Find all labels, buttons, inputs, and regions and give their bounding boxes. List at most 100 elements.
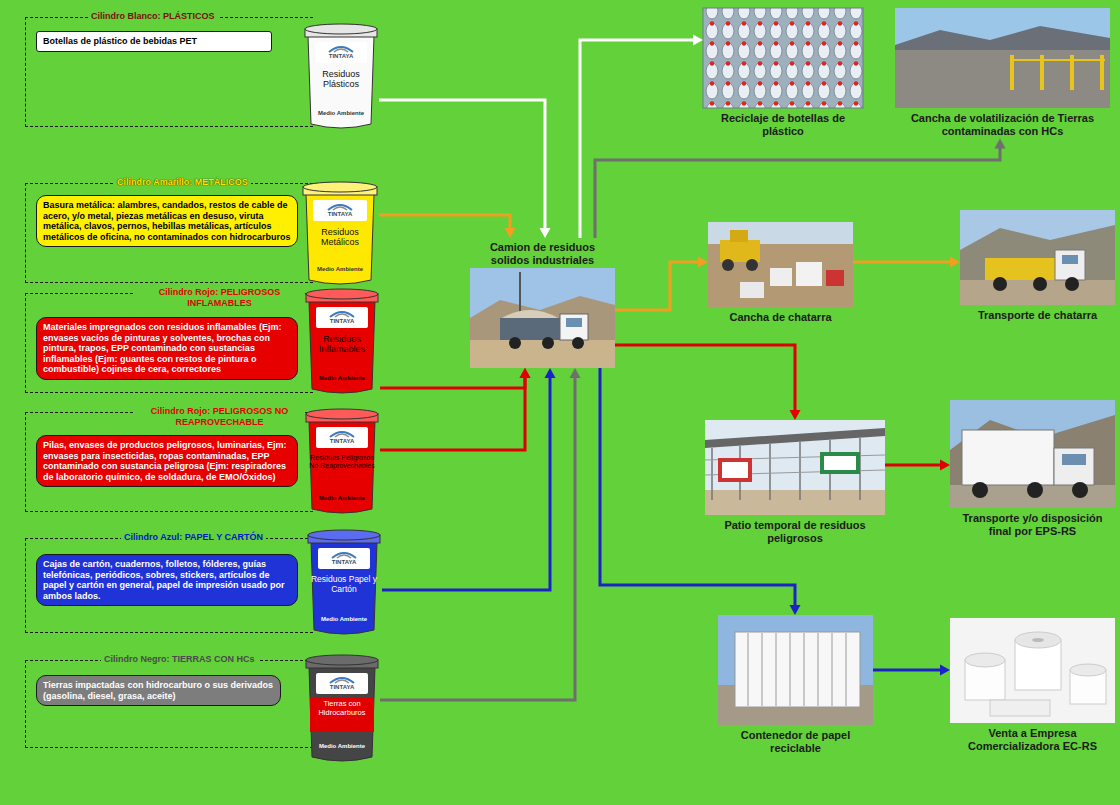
- photo-detail: [1054, 448, 1094, 485]
- bin-footer: Medio Ambiente: [308, 743, 376, 750]
- logo-patch: [313, 200, 367, 221]
- arrow-head: [693, 35, 703, 46]
- photo-detail: [1072, 482, 1088, 498]
- paper-container-photo: [718, 615, 873, 725]
- photo-caption: Cancha de chatarra: [708, 311, 853, 324]
- logo-arc: [335, 434, 349, 437]
- description-box: Pilas, envases de productos peligrosos, …: [36, 435, 298, 487]
- photo-detail: [1032, 638, 1044, 642]
- arrow-head: [520, 368, 531, 378]
- photo-detail: [1062, 454, 1086, 465]
- disposal-truck-photo: [950, 400, 1115, 508]
- group-heading: Cilindro Negro: TIERRAS CON HCs: [101, 654, 258, 665]
- waste-bin: TINTAYAResiduos PlásticosMedio Ambiente: [303, 23, 379, 131]
- bin-group-frame: Cilindro Rojo: PELIGROSOS INFLAMABLESMat…: [25, 293, 313, 393]
- bin-group-frame: Cilindro Negro: TIERRAS CON HCsTierras i…: [25, 660, 313, 748]
- arrow-line: [380, 376, 525, 450]
- logo-text: TINTAYA: [317, 438, 367, 445]
- flow-arrow: [615, 257, 708, 311]
- arrow-line: [380, 376, 575, 700]
- bin-body: [306, 194, 374, 284]
- photo-node: Reciclaje de botellas de plástico: [703, 8, 863, 138]
- flow-arrow: [379, 215, 516, 238]
- photo-node: Transporte de chatarra: [960, 210, 1115, 322]
- photo-detail: [722, 462, 748, 478]
- photo-detail: [1040, 55, 1044, 90]
- photo-frame: [705, 420, 885, 515]
- logo-arc: [328, 205, 352, 210]
- bin-footer: Medio Ambiente: [310, 616, 378, 623]
- arrow-head: [698, 257, 708, 268]
- flow-arrow: [873, 665, 950, 676]
- paper-rolls-photo: [950, 618, 1115, 723]
- photo-detail: [572, 337, 584, 349]
- bin-label: Tierras con Hidrocarburos: [308, 700, 376, 717]
- photo-detail: [770, 268, 792, 286]
- photo-detail: [950, 618, 1115, 723]
- arrow-head: [940, 460, 950, 471]
- photo-detail: [965, 653, 1005, 667]
- bin-footer: Medio Ambiente: [305, 266, 375, 273]
- bin-footer: Medio Ambiente: [308, 495, 376, 502]
- bin-lid: [305, 24, 377, 34]
- arrow-head: [790, 605, 801, 615]
- logo-arc: [329, 47, 353, 52]
- photo-detail: [566, 318, 582, 327]
- logo-arc: [330, 678, 354, 683]
- waste-bin: TINTAYAResiduos InflamablesMedio Ambient…: [304, 288, 380, 396]
- bin-lid: [306, 289, 378, 299]
- flow-arrow: [380, 368, 531, 450]
- logo-arc: [332, 553, 356, 558]
- truck-photo: [470, 268, 615, 368]
- bin-lid: [306, 409, 378, 419]
- flow-arrow: [853, 257, 960, 268]
- logo-arc: [330, 432, 354, 437]
- arrow-head: [940, 665, 950, 676]
- photo-detail: [972, 482, 988, 498]
- arrow-line: [382, 376, 550, 590]
- logo-patch: [318, 548, 370, 569]
- photo-node: Contenedor de papel reciclable: [718, 615, 873, 755]
- photo-detail: [1015, 632, 1061, 648]
- scrap-yard-photo: [708, 222, 853, 307]
- logo-arc: [335, 680, 349, 683]
- photo-caption: Venta a Empresa Comercializadora EC-RS: [950, 727, 1115, 753]
- photo-frame: [960, 210, 1115, 305]
- bin-label: Residuos Papel y Cartón: [310, 575, 378, 595]
- arrow-line: [379, 100, 545, 230]
- photo-caption: Reciclaje de botellas de plástico: [703, 112, 863, 138]
- description-text: Botellas de plástico de bebidas PET: [43, 36, 265, 47]
- photo-caption: Transporte de chatarra: [960, 309, 1115, 322]
- photo-detail: [960, 225, 1115, 305]
- bin-label: Residuos Peligrosos No Reaprovechables: [308, 454, 376, 470]
- photo-detail: [730, 230, 748, 242]
- arrow-line: [595, 146, 1000, 238]
- photo-detail: [470, 296, 615, 368]
- logo-patch: [315, 42, 367, 63]
- hazardous-yard-photo: [705, 420, 885, 515]
- photo-frame: [703, 8, 863, 108]
- photo-detail: [824, 456, 856, 470]
- truck-title: Camion de residuos solidos industriales: [470, 238, 615, 268]
- flow-arrow: [885, 460, 950, 471]
- photo-detail: [542, 337, 554, 349]
- logo-arc: [337, 555, 351, 558]
- photo-detail: [746, 259, 758, 271]
- arrow-head: [950, 257, 960, 268]
- flow-arrow: [580, 35, 703, 239]
- photo-node: Cancha de chatarra: [708, 222, 853, 324]
- bin-lid: [308, 530, 380, 540]
- waste-bin: TINTAYA Residuos Peligrosos No Reaprovech…: [304, 408, 380, 516]
- logo-text: TINTAYA: [314, 211, 366, 218]
- bin-group-frame: Cilindro Azul: PAPEL Y CARTÓNCajas de ca…: [25, 538, 313, 633]
- arrow-line: [853, 261, 952, 264]
- volatilization-field-photo: [895, 8, 1110, 108]
- photo-frame: [950, 618, 1115, 723]
- photo-detail: [1055, 250, 1085, 280]
- bin-label: Residuos Inflamables: [308, 334, 376, 355]
- photo-caption: Contenedor de papel reciclable: [718, 729, 873, 755]
- photo-detail: [500, 318, 560, 340]
- photo-caption: Patio temporal de residuos peligrosos: [705, 519, 885, 545]
- arrow-line: [379, 215, 510, 230]
- group-heading: Cilindro Rojo: PELIGROSOS INFLAMABLES: [134, 287, 305, 309]
